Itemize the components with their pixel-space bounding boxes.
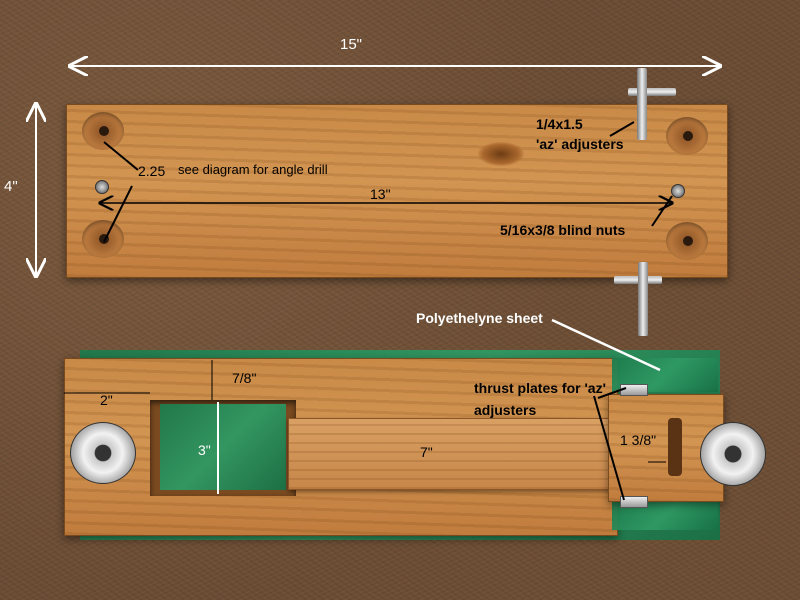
hole-spacing-label: 13" (370, 186, 391, 202)
top-base-board (66, 104, 728, 278)
slot-polyethylene-sheet (160, 404, 286, 490)
offset-leader-2 (103, 185, 133, 243)
polyethylene-label: Polyethelyne sheet (416, 310, 543, 326)
slider-slot (668, 418, 682, 476)
counterbore-bottom-left (82, 220, 124, 258)
hole-offset-label: 2.25 (138, 163, 166, 179)
thrust-plate-leader-2 (597, 387, 627, 399)
width-label: 4" (4, 178, 18, 195)
adjuster-bolt-head-top (628, 88, 676, 96)
sheet-width-label: 3" (198, 442, 211, 458)
counterbore-top-left (82, 112, 124, 150)
thrust-plates-label-line1: thrust plates for 'az' (474, 380, 606, 396)
rail-width-label: 7/8" (232, 370, 257, 386)
wood-knot (478, 142, 524, 166)
adjuster-bolt-shaft-top (637, 68, 647, 140)
pivot-washer-left (70, 422, 136, 484)
blind-nut-leader (651, 195, 673, 227)
slot-length-label: 7" (420, 444, 433, 460)
thrust-plate-bottom (620, 496, 648, 508)
counterbore-top-right (666, 117, 708, 155)
angle-drill-note: see diagram for angle drill (178, 162, 328, 177)
adjuster-leader (609, 121, 635, 137)
pivot-washer-right (700, 422, 766, 486)
adjuster-bolt-shaft-bottom (638, 262, 648, 336)
adjusters-label-line2: 'az' adjusters (536, 136, 624, 152)
block-width-label: 2" (100, 392, 113, 408)
adjusters-label-line1: 1/4x1.5 (536, 116, 583, 132)
thrust-plates-label-line2: adjusters (474, 402, 537, 418)
blind-nuts-label: 5/16x3/8 blind nuts (500, 222, 626, 238)
offset-leader-1 (103, 141, 139, 171)
slider-width-label: 1 3/8" (620, 432, 657, 448)
blind-nut-left (95, 180, 109, 194)
counterbore-bottom-right (666, 222, 708, 260)
blind-nut-right (671, 184, 685, 198)
slider-rail (288, 418, 616, 490)
overall-length-label: 15" (340, 36, 363, 53)
polyethylene-leader (551, 318, 661, 372)
thrust-plate-leader-1 (593, 395, 625, 501)
